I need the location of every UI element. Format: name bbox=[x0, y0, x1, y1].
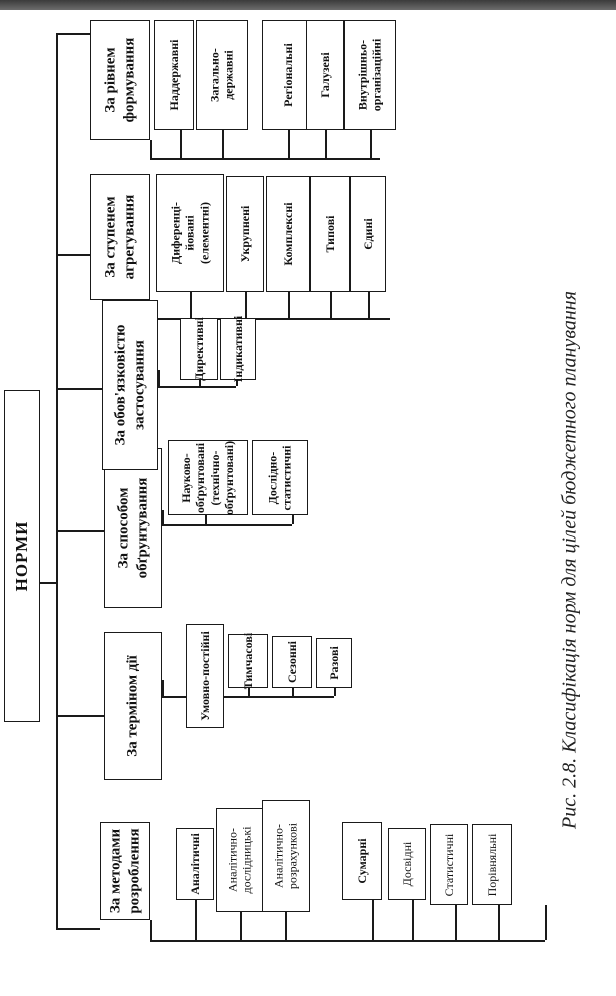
figure-caption: Рис. 2.8. Класифікація норм для цілей бю… bbox=[558, 290, 581, 830]
connector-line bbox=[334, 688, 336, 696]
item-one-time: Разові bbox=[316, 638, 352, 688]
connector-line bbox=[455, 905, 457, 940]
item-conditionally-permanent: Умовно-постійні bbox=[186, 624, 224, 728]
item-statistical: Статистичні bbox=[430, 824, 468, 905]
item-enlarged: Укрупнені bbox=[226, 176, 264, 292]
category-term-box: За терміном дії bbox=[104, 632, 162, 780]
category-term-title: За терміном дії bbox=[124, 655, 141, 757]
connector-line bbox=[56, 715, 104, 717]
connector-line bbox=[292, 688, 294, 696]
item-temporary: Тимчасові bbox=[228, 633, 268, 689]
item-sectoral: Галузеві bbox=[306, 20, 344, 130]
connector-line bbox=[56, 928, 100, 930]
connector-line bbox=[162, 524, 292, 526]
connector-line bbox=[248, 688, 250, 696]
item-analytical-research: Аналітично-дослідницькі bbox=[216, 808, 264, 912]
connector-line bbox=[56, 388, 102, 390]
connector-line bbox=[199, 380, 201, 386]
item-complex: Комплексні bbox=[266, 176, 310, 292]
page-top-edge bbox=[0, 0, 616, 10]
item-unified: Єдині bbox=[350, 176, 386, 292]
connector-line bbox=[330, 292, 332, 318]
root-box: НОРМИ bbox=[4, 390, 40, 722]
connector-line bbox=[412, 900, 414, 940]
connector-line bbox=[288, 292, 290, 318]
item-summary: Сумарні bbox=[342, 822, 382, 900]
connector-line bbox=[236, 380, 238, 386]
item-scientifically-justified: Науково-обґрунтовані(технічно-обґрунтова… bbox=[168, 440, 248, 515]
connector-line bbox=[158, 370, 160, 386]
root-label: НОРМИ bbox=[11, 520, 31, 592]
connector-line bbox=[150, 140, 152, 158]
connector-line bbox=[162, 696, 334, 698]
connector-line bbox=[56, 33, 58, 928]
connector-line bbox=[222, 130, 224, 158]
item-differentiated: Диференці-йовані(елементні) bbox=[156, 174, 224, 292]
connector-line bbox=[545, 905, 547, 940]
connector-line bbox=[195, 900, 197, 940]
item-national: Загально-державні bbox=[196, 20, 248, 130]
connector-line bbox=[368, 292, 370, 318]
item-supranational: Наддержавні bbox=[154, 20, 194, 130]
connector-line bbox=[292, 515, 294, 524]
connector-line bbox=[150, 940, 545, 942]
connector-line bbox=[40, 582, 56, 584]
connector-line bbox=[180, 130, 182, 158]
connector-line bbox=[56, 530, 104, 532]
item-directive: Директивні bbox=[180, 317, 218, 381]
connector-line bbox=[372, 900, 374, 940]
item-analytical-calculation: Аналітично-розрахункові bbox=[262, 800, 310, 912]
item-experimental: Досвідні bbox=[388, 828, 426, 900]
item-seasonal: Сезонні bbox=[272, 636, 312, 688]
item-analytical: Аналітичні bbox=[176, 828, 214, 900]
item-intra-organizational: Внутрішньо-організаційні bbox=[344, 20, 396, 130]
connector-line bbox=[288, 130, 290, 158]
connector-line bbox=[370, 130, 372, 158]
connector-line bbox=[162, 680, 164, 696]
connector-line bbox=[150, 158, 380, 160]
connector-line bbox=[285, 912, 287, 940]
connector-line bbox=[498, 905, 500, 940]
connector-line bbox=[150, 920, 152, 940]
connector-line bbox=[325, 130, 327, 158]
connector-line bbox=[162, 510, 164, 524]
connector-line bbox=[56, 33, 90, 35]
item-typical: Типові bbox=[310, 176, 350, 292]
connector-line bbox=[245, 292, 247, 318]
item-research-statistical: Дослідно-статистичні bbox=[252, 440, 308, 515]
item-comparative: Порівняльні bbox=[472, 824, 512, 905]
connector-line bbox=[205, 515, 207, 524]
connector-line bbox=[150, 318, 390, 320]
connector-line bbox=[190, 292, 192, 318]
connector-line bbox=[240, 912, 242, 940]
connector-line bbox=[56, 254, 90, 256]
connector-line bbox=[158, 386, 236, 388]
item-indicative: Індикативні bbox=[220, 316, 256, 382]
